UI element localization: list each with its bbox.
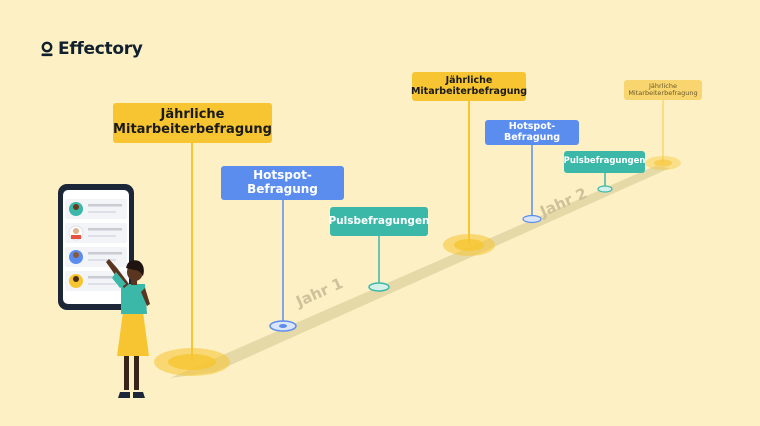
phone-list-item [65, 199, 127, 219]
phone-list-item [65, 223, 127, 243]
effectory-logo-icon [41, 41, 53, 56]
pin-marker-hotspot-1 [269, 320, 297, 332]
label-annual-survey-2: Jährliche Mitarbeiterbefragung [411, 72, 527, 101]
pin-marker-pulse-1 [368, 282, 390, 292]
pin-marker-annual-2 [443, 234, 495, 256]
label-pulse-survey-1: Pulsbefragungen [328, 207, 430, 236]
phone-list-item [65, 247, 127, 267]
brand-name: Effectory [58, 39, 143, 59]
pin-marker-pulse-2 [597, 185, 613, 193]
phone-list-item [65, 271, 127, 291]
label-annual-survey-3: Jährliche Mitarbeiterbefragung [624, 80, 702, 100]
label-hotspot-survey-1: Hotspot-Befragung [221, 166, 344, 200]
pin-marker-annual-1 [154, 348, 230, 376]
pin-marker-hotspot-2 [522, 214, 542, 224]
person-illustration [106, 259, 150, 398]
pin-marker-annual-3 [645, 156, 681, 170]
brand-logo: Effectory [40, 39, 143, 59]
label-pulse-survey-2: Pulsbefragungen [564, 151, 645, 173]
label-annual-survey-1: Jährliche Mitarbeiterbefragung [113, 103, 272, 143]
label-hotspot-survey-2: Hotspot-Befragung [485, 120, 579, 145]
